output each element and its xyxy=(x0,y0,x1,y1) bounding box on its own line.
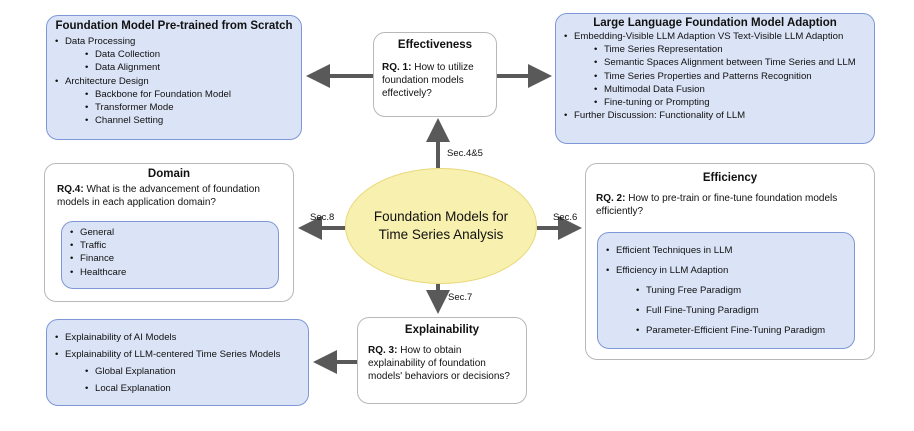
domain-item: Traffic xyxy=(70,239,270,252)
scratch-list: Data ProcessingData CollectionData Align… xyxy=(55,35,293,128)
list-item: Local Explanation xyxy=(85,380,300,397)
list-item: Multimodal Data Fusion xyxy=(594,83,866,96)
adaption-list: Embedding-Visible LLM Adaption VS Text-V… xyxy=(564,30,866,123)
list-item: Explainability of AI Models xyxy=(55,329,300,346)
domain-title: Domain xyxy=(147,168,191,180)
scratch-title: Foundation Model Pre-trained from Scratc… xyxy=(55,20,293,32)
list-item: Full Fine-Tuning Paradigm xyxy=(636,301,846,321)
list-item: Data Processing xyxy=(55,35,293,48)
explain-list: Explainability of AI ModelsExplainabilit… xyxy=(55,329,300,397)
list-item: Time Series Properties and Patterns Reco… xyxy=(594,70,866,83)
scratch-box: Foundation Model Pre-trained from Scratc… xyxy=(46,15,302,140)
explainability-title: Explainability xyxy=(404,324,480,336)
explainability-box: Explainability RQ. 3: How to obtain expl… xyxy=(357,317,527,404)
domain-list-box: GeneralTrafficFinanceHealthcare xyxy=(61,221,279,289)
list-item: Tuning Free Paradigm xyxy=(636,281,846,301)
list-item: Channel Setting xyxy=(85,114,293,127)
list-item: Further Discussion: Functionality of LLM xyxy=(564,109,866,122)
efficiency-list: Efficient Techniques in LLMEfficiency in… xyxy=(606,241,846,341)
sec-right-label: Sec.6 xyxy=(553,212,578,223)
domain-question: RQ.4: What is the advancement of foundat… xyxy=(57,183,281,209)
list-item: Efficiency in LLM Adaption xyxy=(606,261,846,281)
rq2-label: RQ. 2: xyxy=(596,193,626,204)
domain-item: Finance xyxy=(70,252,270,265)
efficiency-box: Efficiency RQ. 2: How to pre-train or fi… xyxy=(585,163,875,360)
list-item: Efficient Techniques in LLM xyxy=(606,241,846,261)
sec-up-label: Sec.4&5 xyxy=(447,148,483,159)
center-line-1: Foundation Models for xyxy=(373,209,509,224)
list-item: Parameter-Efficient Fine-Tuning Paradigm xyxy=(636,321,846,341)
rq2-text: How to pre-train or fine-tune foundation… xyxy=(596,193,838,217)
list-item: Explainability of LLM-centered Time Seri… xyxy=(55,346,300,363)
domain-box: Domain RQ.4: What is the advancement of … xyxy=(44,163,294,302)
rq4-label: RQ.4: xyxy=(57,184,84,195)
list-item: Data Collection xyxy=(85,48,293,61)
domain-item: Healthcare xyxy=(70,266,270,279)
rq1-text: How to utilize foundation models effecti… xyxy=(382,62,474,99)
list-item: Architecture Design xyxy=(55,75,293,88)
effectiveness-question: RQ. 1: How to utilize foundation models … xyxy=(382,61,488,100)
list-item: Global Explanation xyxy=(85,363,300,380)
rq3-label: RQ. 3: xyxy=(368,345,398,356)
center-line-2: Time Series Analysis xyxy=(378,227,504,242)
efficiency-list-box: Efficient Techniques in LLMEfficiency in… xyxy=(597,232,855,349)
list-item: Fine-tuning or Prompting xyxy=(594,96,866,109)
domain-item: General xyxy=(70,226,270,239)
adaption-box: Large Language Foundation Model Adaption… xyxy=(555,13,875,144)
effectiveness-title: Effectiveness xyxy=(397,39,473,51)
list-item: Backbone for Foundation Model xyxy=(85,88,293,101)
effectiveness-box: Effectiveness RQ. 1: How to utilize foun… xyxy=(373,32,497,117)
list-item: Embedding-Visible LLM Adaption VS Text-V… xyxy=(564,30,866,43)
rq4-text: What is the advancement of foundation mo… xyxy=(57,184,260,208)
rq3-text: How to obtain explainability of foundati… xyxy=(368,345,510,382)
domain-list: GeneralTrafficFinanceHealthcare xyxy=(70,226,270,279)
explainability-question: RQ. 3: How to obtain explainability of f… xyxy=(368,344,516,383)
efficiency-question: RQ. 2: How to pre-train or fine-tune fou… xyxy=(596,192,864,218)
sec-down-label: Sec.7 xyxy=(448,292,473,303)
explain-list-box: Explainability of AI ModelsExplainabilit… xyxy=(46,319,309,406)
sec-left-label: Sec.8 xyxy=(310,212,335,223)
list-item: Semantic Spaces Alignment between Time S… xyxy=(594,56,866,69)
rq1-label: RQ. 1: xyxy=(382,62,412,73)
list-item: Transformer Mode xyxy=(85,101,293,114)
center-topic: Foundation Models for Time Series Analys… xyxy=(345,168,537,284)
adaption-title: Large Language Foundation Model Adaption xyxy=(593,17,837,29)
list-item: Time Series Representation xyxy=(594,43,866,56)
list-item: Data Alignment xyxy=(85,61,293,74)
efficiency-title: Efficiency xyxy=(702,172,758,184)
